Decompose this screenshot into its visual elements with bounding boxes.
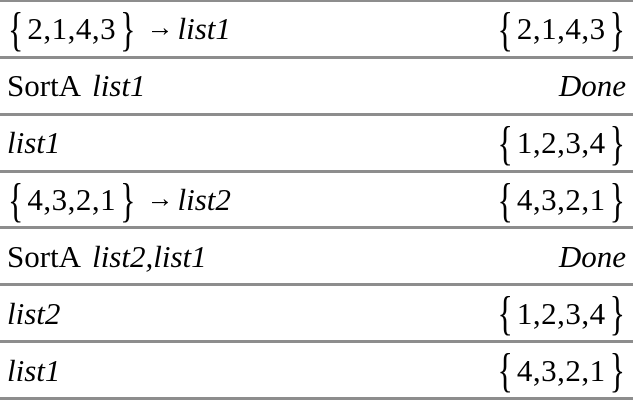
history-row: list2 {1,2,3,4} [0,286,633,344]
list-literal: {4,3,2,1} [497,176,626,223]
function-name: SortA [7,68,82,104]
history-row: SortA list1 Done [0,59,633,116]
list-values: 1,2,3,4 [516,295,606,331]
brace-close-icon: } [609,115,625,169]
brace-open-icon: { [8,1,24,56]
brace-close-icon: } [120,1,136,56]
list-literal: {2,1,4,3} [7,5,136,52]
input-expression[interactable]: {4,3,2,1} →list2 [7,176,231,223]
store-arrow-icon: → [146,183,174,213]
output-result[interactable]: {1,2,3,4} [497,119,626,166]
variable-name: list1 [7,352,61,388]
list-literal: {2,1,4,3} [497,5,626,52]
variable-name: list2 [177,182,231,217]
history-row: {4,3,2,1} →list2 {4,3,2,1} [0,173,633,230]
history-row: {2,1,4,3} →list1 {2,1,4,3} [0,2,633,59]
brace-close-icon: } [609,172,625,226]
brace-close-icon: } [609,343,625,397]
variable-name: list2 [7,295,61,331]
list-values: 4,3,2,1 [516,182,606,217]
history-row: list1 {1,2,3,4} [0,116,633,173]
done-result: Done [558,238,626,274]
variable-name: list2,list1 [92,238,207,274]
output-result[interactable]: Done [559,70,626,101]
variable-name: list1 [92,68,146,104]
input-expression[interactable]: {2,1,4,3} →list1 [7,5,231,52]
brace-close-icon: } [120,172,136,226]
output-result[interactable]: {4,3,2,1} [497,176,626,223]
brace-open-icon: { [497,1,513,56]
list-values: 4,3,2,1 [516,352,606,388]
list-values: 2,1,4,3 [516,11,606,47]
output-result[interactable]: {2,1,4,3} [497,5,626,52]
output-result[interactable]: Done [559,241,626,272]
list-literal: {4,3,2,1} [7,176,136,223]
input-expression[interactable]: SortA list1 [7,70,145,101]
brace-open-icon: { [497,115,513,169]
function-name: SortA [7,238,82,274]
brace-open-icon: { [497,172,513,226]
list-literal: {1,2,3,4} [497,289,626,336]
list-literal: {4,3,2,1} [497,346,626,393]
variable-name: list1 [7,125,61,161]
brace-close-icon: } [609,1,625,56]
store-arrow-icon: → [146,12,174,43]
brace-open-icon: { [8,172,24,226]
input-expression[interactable]: list1 [7,355,60,386]
history-row: SortA list2,list1 Done [0,229,633,287]
list-literal: {1,2,3,4} [497,119,626,166]
list-values: 2,1,4,3 [27,11,117,47]
brace-open-icon: { [497,286,513,340]
done-result: Done [558,68,626,104]
input-expression[interactable]: SortA list2,list1 [7,241,207,272]
output-result[interactable]: {1,2,3,4} [497,289,626,336]
history-row: list1 {4,3,2,1} [0,343,633,397]
brace-open-icon: { [497,343,513,397]
output-result[interactable]: {4,3,2,1} [497,346,626,393]
input-expression[interactable]: list1 [7,127,60,158]
list-values: 1,2,3,4 [516,125,606,161]
brace-close-icon: } [609,286,625,340]
list-values: 4,3,2,1 [27,182,117,217]
variable-name: list1 [177,11,231,47]
input-expression[interactable]: list2 [7,298,60,329]
